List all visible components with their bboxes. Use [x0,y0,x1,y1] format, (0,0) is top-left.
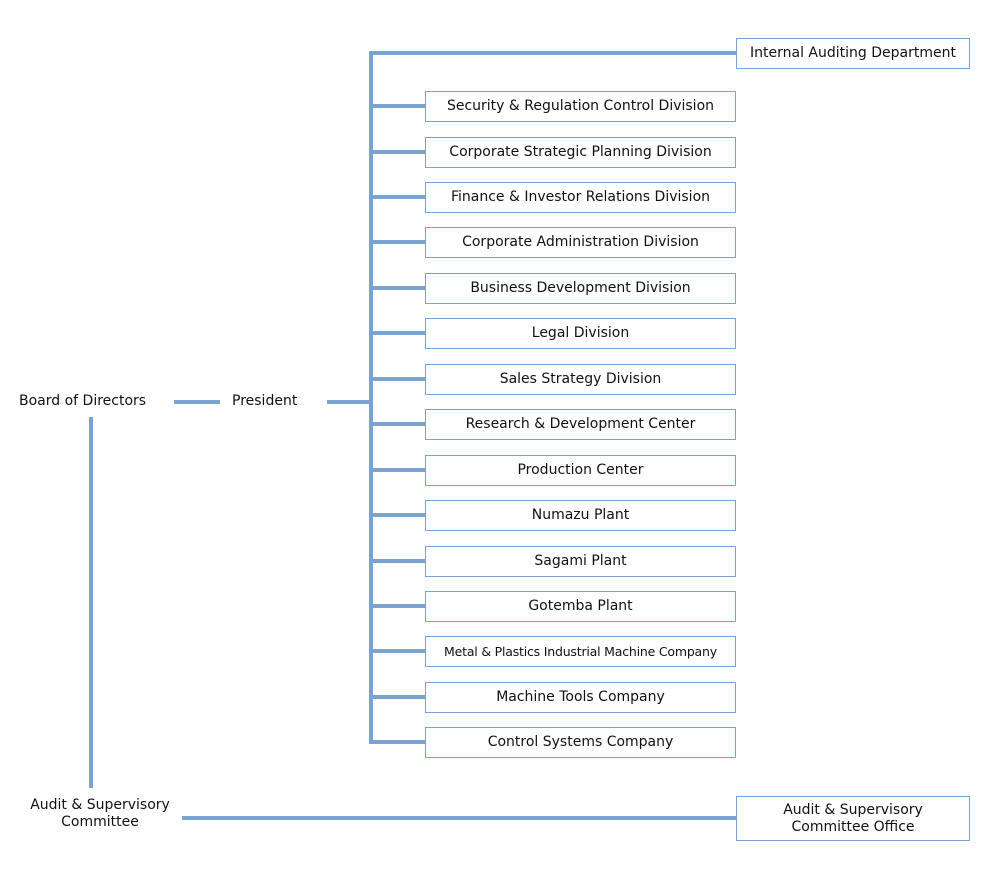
main-vertical-trunk [369,51,373,744]
internal-audit-connector [369,51,736,55]
division-connector [369,604,425,608]
division-connector [369,104,425,108]
division-box: Corporate Administration Division [425,227,736,258]
president: President [232,393,298,409]
division-connector [369,195,425,199]
division-connector [369,422,425,426]
division-box: Metal & Plastics Industrial Machine Comp… [425,636,736,667]
board-president-connector [174,400,220,404]
division-connector [369,468,425,472]
division-connector [369,649,425,653]
division-box: Corporate Strategic Planning Division [425,137,736,168]
division-box: Sagami Plant [425,546,736,577]
president-trunk-connector [327,400,373,404]
division-box: Sales Strategy Division [425,364,736,395]
division-connector [369,331,425,335]
division-box: Machine Tools Company [425,682,736,713]
audit-office-line1: Audit & Supervisory [783,801,923,818]
division-box: Research & Development Center [425,409,736,440]
committee-office-connector [182,816,736,820]
division-connector [369,695,425,699]
division-connector [369,286,425,290]
audit-committee-line2: Committee [61,813,139,830]
division-connector [369,240,425,244]
division-box: Security & Regulation Control Division [425,91,736,122]
division-connector [369,740,425,744]
audit-office-line2: Committee Office [791,818,915,835]
board-of-directors: Board of Directors [19,393,147,409]
division-connector [369,559,425,563]
audit-supervisory-committee: Audit & Supervisory Committee [18,797,182,831]
division-connector [369,377,425,381]
division-box: Control Systems Company [425,727,736,758]
audit-committee-line1: Audit & Supervisory [30,797,170,813]
division-connector [369,150,425,154]
division-box: Production Center [425,455,736,486]
audit-committee-office-box: Audit & Supervisory Committee Office [736,796,970,841]
division-box: Numazu Plant [425,500,736,531]
division-box: Finance & Investor Relations Division [425,182,736,213]
division-box: Legal Division [425,318,736,349]
division-box: Business Development Division [425,273,736,304]
division-connector [369,513,425,517]
internal-auditing-department-box: Internal Auditing Department [736,38,970,69]
board-committee-connector [89,417,93,788]
division-box: Gotemba Plant [425,591,736,622]
